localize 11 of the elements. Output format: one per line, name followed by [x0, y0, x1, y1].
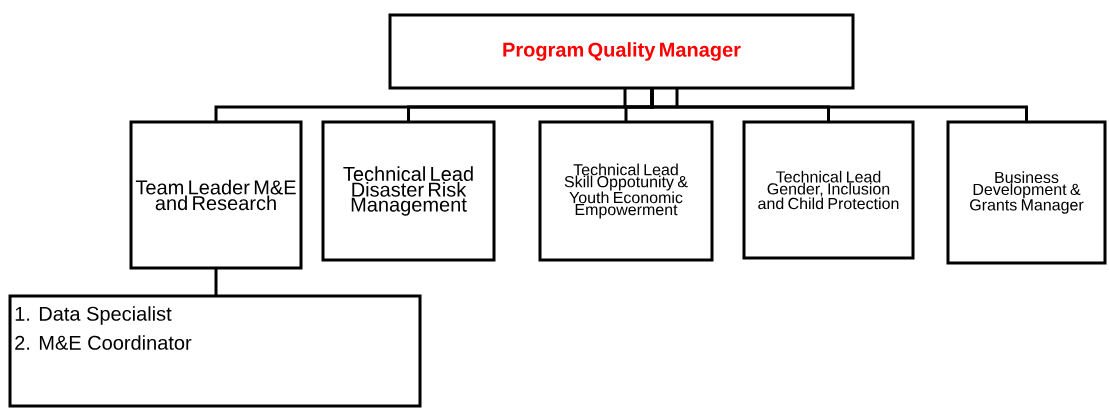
connector-line: [214, 268, 218, 296]
role-box: Technical Lead Gender, Inclusion and Child Protection: [742, 120, 915, 260]
role-box: Technical Lead Skill Oppotunity & Youth Economic Empowerment: [538, 120, 714, 262]
role-box: Team Leader M&E and Research: [129, 120, 303, 270]
list-box: [8, 294, 422, 408]
role-box: Technical Lead Disaster Risk Management: [321, 120, 496, 262]
role-box: Business Development & Grants Manager: [946, 120, 1107, 265]
title-box: Program Quality Manager: [388, 13, 855, 90]
connector-line: [650, 88, 1028, 122]
node-label: 2. M&E Coordinator: [15, 335, 192, 350]
node-label: 1. Data Specialist: [15, 306, 172, 325]
